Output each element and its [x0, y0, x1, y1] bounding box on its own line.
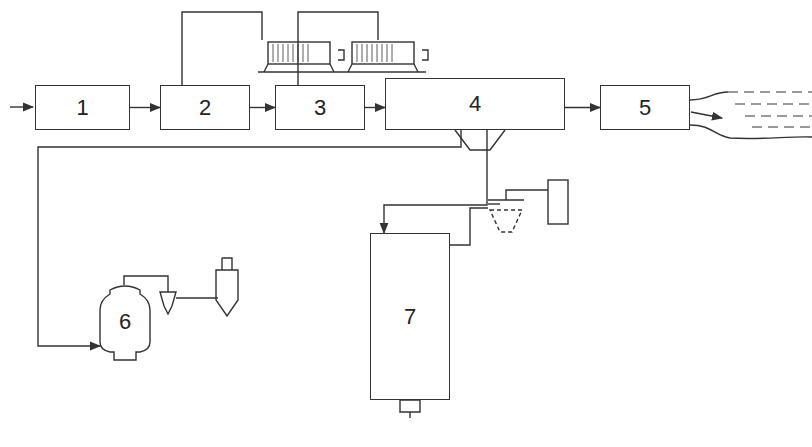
process-box: 5: [600, 85, 690, 130]
process-box: 3: [275, 85, 365, 130]
filter-rib: [372, 44, 373, 62]
process-box: 4: [385, 78, 565, 130]
hopper: [455, 130, 505, 150]
sample-line: [182, 12, 262, 85]
unit-number: 1: [74, 96, 90, 120]
drum-filter: [258, 42, 344, 72]
unit-number: 5: [637, 96, 653, 120]
process-box: 1: [35, 85, 130, 130]
filter-rib: [362, 44, 363, 62]
flow-line: [565, 107, 600, 108]
water: [728, 92, 812, 127]
outfall: [690, 92, 728, 100]
filter-rib: [387, 44, 388, 62]
flow-line: [250, 107, 275, 108]
unit-number: 3: [312, 96, 328, 120]
unit-number: 7: [402, 305, 418, 329]
unit-number: 6: [117, 310, 133, 334]
filter-rib: [283, 44, 284, 62]
filter-rib: [298, 44, 299, 62]
unit-number: 4: [467, 92, 483, 116]
process-box: 7: [370, 233, 450, 400]
process-box: 2: [160, 85, 250, 130]
filter-rib: [303, 44, 304, 62]
filter-rib: [278, 44, 279, 62]
filter-rib: [357, 44, 358, 62]
filter-rib: [273, 44, 274, 62]
filter-rib: [288, 44, 289, 62]
flow-line: [384, 130, 487, 233]
drum-filter: [342, 42, 428, 72]
outlet-arrow: [691, 112, 722, 118]
flow-line: [365, 107, 385, 108]
filter-rib: [367, 44, 368, 62]
shore: [690, 125, 812, 139]
filter-rib: [382, 44, 383, 62]
filter-rib: [392, 44, 393, 62]
filter-rib: [377, 44, 378, 62]
inlet-arrow: [10, 106, 33, 107]
filter-rib: [293, 44, 294, 62]
vessel-unit: 6: [98, 284, 152, 360]
unit-number: 2: [197, 96, 213, 120]
sample-line: [298, 12, 378, 85]
flow-line: [130, 107, 160, 108]
filter-rib: [308, 44, 309, 62]
